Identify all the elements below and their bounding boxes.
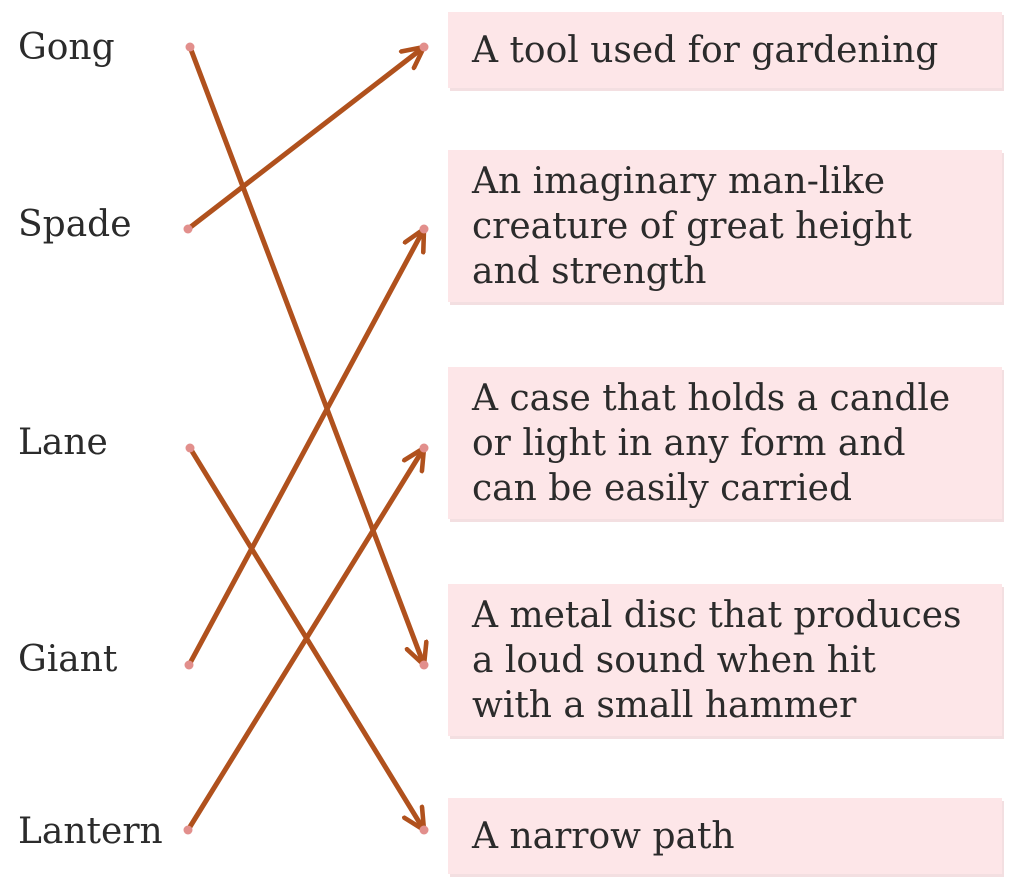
term-giant: Giant — [18, 639, 118, 680]
arrow-spade — [185, 44, 427, 232]
end-dot-5 — [419, 825, 429, 835]
definition-box-5: A narrow path — [448, 798, 1002, 874]
term-spade: Spade — [18, 204, 132, 245]
arrow-giant — [186, 226, 427, 668]
end-dot-3 — [419, 443, 429, 453]
definition-box-3: A case that holds a candle or light in a… — [448, 367, 1002, 519]
start-dot-5 — [183, 825, 193, 835]
definition-text-2: An imaginary man-like creature of great … — [472, 160, 912, 292]
arrow-lane — [187, 445, 427, 833]
definition-text-5: A narrow path — [472, 815, 735, 857]
term-lane: Lane — [18, 422, 108, 463]
start-dot-1 — [185, 42, 195, 52]
definition-text-1: A tool used for gardening — [472, 29, 939, 71]
definition-text-4: A metal disc that produces a loud sound … — [472, 594, 962, 726]
arrow-gong — [187, 44, 424, 668]
definition-box-4: A metal disc that produces a loud sound … — [448, 584, 1002, 736]
definition-box-1: A tool used for gardening — [448, 12, 1002, 88]
definition-text-3: A case that holds a candle or light in a… — [472, 377, 951, 509]
term-gong: Gong — [18, 27, 115, 68]
start-dot-2 — [183, 224, 193, 234]
start-dot-4 — [184, 660, 194, 670]
arrow-lantern — [185, 445, 427, 833]
start-dot-3 — [185, 443, 195, 453]
definition-box-2: An imaginary man-like creature of great … — [448, 150, 1002, 302]
end-dot-1 — [419, 42, 429, 52]
end-dot-4 — [419, 660, 429, 670]
end-dot-2 — [419, 224, 429, 234]
term-lantern: Lantern — [18, 811, 163, 852]
